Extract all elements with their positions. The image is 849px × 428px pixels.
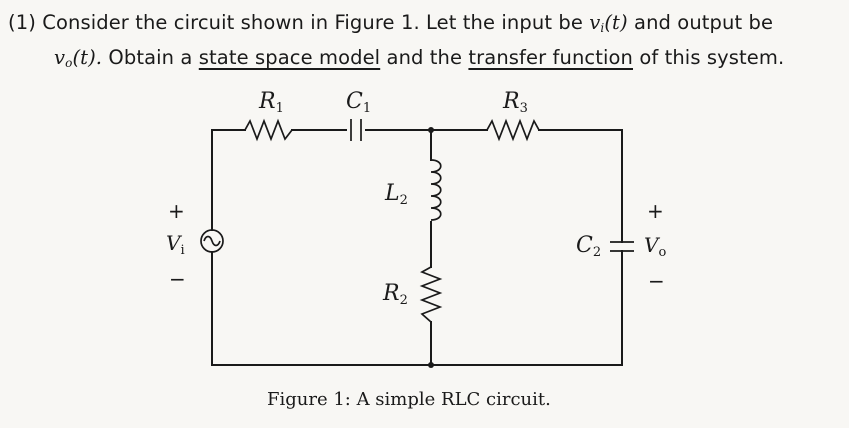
output-variable: vo(t). [54, 46, 103, 70]
problem-number: (1) [8, 11, 36, 34]
label-l2: L2 [384, 181, 408, 208]
resistor-r3 [486, 118, 540, 142]
term-transfer-function: transfer function [468, 46, 633, 69]
label-r2: R2 [382, 281, 408, 308]
resistor-r1 [244, 118, 293, 142]
wire-top-left [211, 129, 246, 231]
junction-dot-top [428, 127, 434, 133]
output-minus-sign: − [648, 269, 665, 293]
problem-text-2: and output be [634, 11, 774, 34]
capacitor-c2 [610, 237, 634, 259]
label-r3: R3 [502, 89, 528, 116]
label-r1: R1 [258, 89, 284, 116]
circuit-wires [211, 127, 623, 368]
output-plus-sign: + [647, 199, 664, 223]
wire-r3-c2 [538, 129, 623, 239]
wire-bottom [211, 251, 623, 366]
problem-text-1: Consider the circuit shown in Figure 1. … [42, 11, 583, 34]
problem-line-2: vo(t). Obtain a state space model and th… [8, 43, 838, 78]
term-state-space-model: state space model [198, 46, 381, 69]
problem-text-3: Obtain a [108, 46, 193, 69]
problem-text-5: of this system. [639, 46, 785, 69]
label-vi: Vi [166, 231, 185, 258]
label-vo: Vo [644, 233, 666, 260]
source-minus-sign: − [169, 267, 186, 291]
junction-dot-bottom [428, 362, 434, 368]
problem-text-4: and the [386, 46, 463, 69]
label-c1: C1 [346, 89, 371, 116]
input-variable: vi(t) [589, 11, 628, 35]
capacitor-c1 [350, 119, 362, 141]
resistor-r2 [419, 266, 443, 323]
figure-caption: Figure 1: A simple RLC circuit. [267, 389, 551, 410]
ac-source-icon [200, 229, 224, 253]
problem-line-1: (1) Consider the circuit shown in Figure… [8, 8, 838, 43]
label-c2: C2 [576, 233, 601, 260]
inductor-l2 [430, 159, 442, 221]
source-plus-sign: + [168, 199, 185, 223]
problem-statement: (1) Consider the circuit shown in Figure… [8, 8, 838, 78]
